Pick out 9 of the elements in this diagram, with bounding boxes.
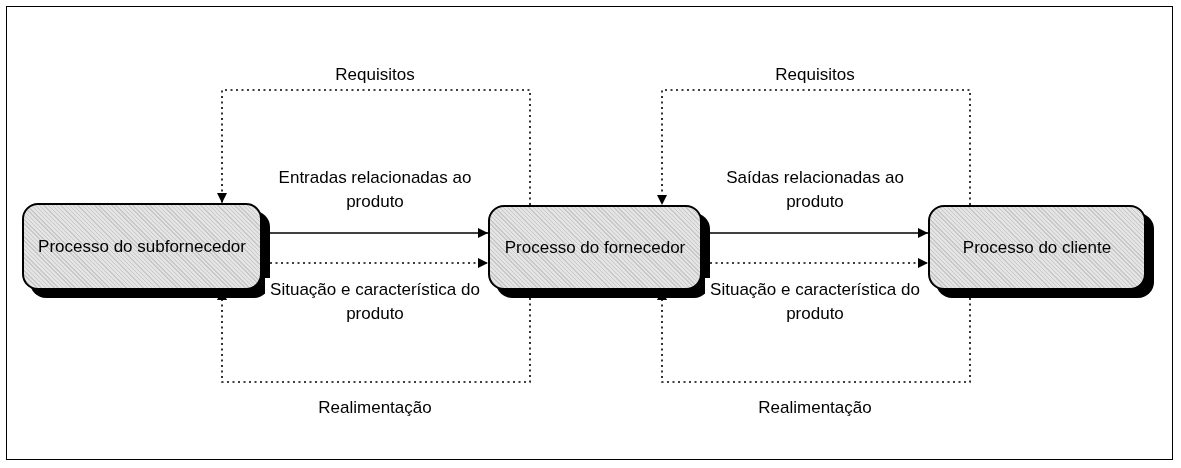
process-label: Processo do cliente — [961, 237, 1113, 258]
arrow — [269, 258, 489, 268]
arrow — [217, 89, 531, 206]
arrow — [269, 228, 489, 238]
arrow — [709, 228, 929, 238]
process-label: Processo do subfornecedor — [37, 236, 247, 257]
process-label: Processo do fornecedor — [503, 237, 687, 258]
arrow — [657, 89, 971, 206]
arrow — [709, 258, 929, 268]
